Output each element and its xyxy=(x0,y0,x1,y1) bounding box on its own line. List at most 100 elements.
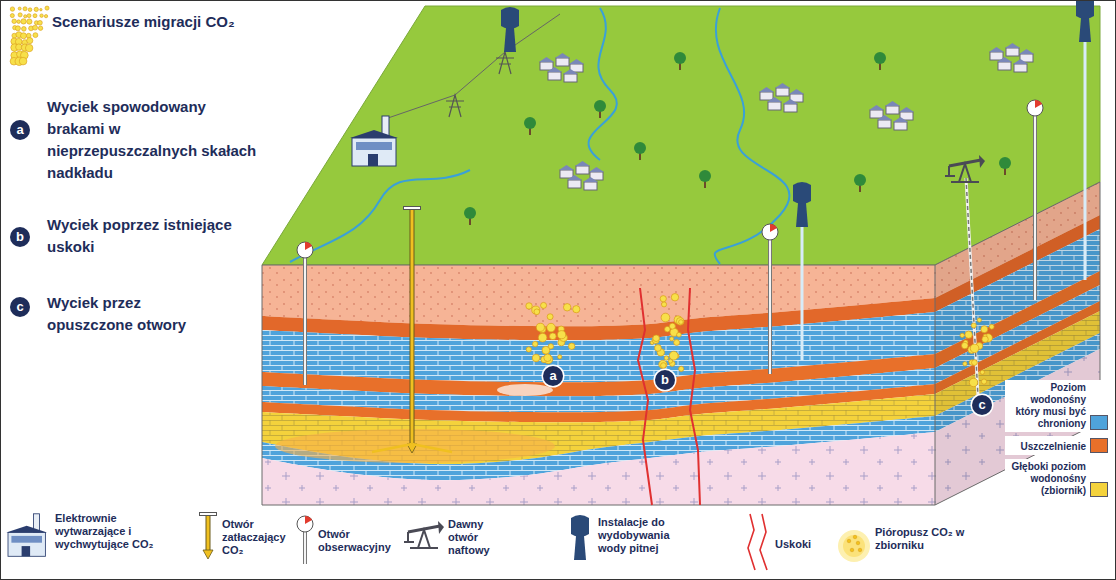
co2-bubbles xyxy=(547,323,556,332)
house-icons xyxy=(569,59,584,64)
house-icons xyxy=(540,62,553,70)
house-icons xyxy=(539,53,584,82)
house-icons xyxy=(990,52,1003,60)
plume-legend-icon xyxy=(853,535,857,539)
fault-line xyxy=(638,288,652,505)
legend-swatch xyxy=(1090,438,1108,453)
co2-migration-icon xyxy=(19,57,27,65)
co2-bubbles xyxy=(544,354,551,361)
co2-migration-icon xyxy=(33,14,37,18)
scenario-text: Wyciek spowodowany brakami w nieprzepusz… xyxy=(47,96,259,184)
observation-well-icon xyxy=(303,532,307,564)
legend-text: Uskoki xyxy=(775,538,835,551)
co2-bubbles xyxy=(982,336,988,342)
house-icons xyxy=(899,107,914,112)
co2-bubbles xyxy=(542,346,550,354)
observation-well-icon xyxy=(1035,100,1042,108)
house-icons xyxy=(869,105,884,110)
legend-item: Otwór obserwacyjny xyxy=(318,528,404,554)
co2-bubbles xyxy=(532,306,540,314)
house-icons xyxy=(885,101,900,106)
co2-migration-icon xyxy=(22,27,27,32)
co2-bubbles xyxy=(573,306,580,313)
power-plant-icon xyxy=(6,514,47,557)
legend-text: Pióropusz CO₂ w zbiorniku xyxy=(875,526,985,552)
plume-legend-icon xyxy=(856,541,860,545)
co2-migration-icon xyxy=(24,15,27,18)
injection-well-icon xyxy=(403,208,421,453)
co2-bubbles xyxy=(662,302,667,307)
callout-letter: c xyxy=(972,395,992,415)
injection-well-icon xyxy=(199,512,217,516)
fault-line xyxy=(688,288,700,505)
co2-bubbles xyxy=(526,347,531,352)
oil-pump-icon xyxy=(949,160,981,166)
injection-well-icon xyxy=(199,514,217,559)
house-icons xyxy=(767,97,782,102)
observation-well-icon xyxy=(297,516,313,564)
co2-bubbles xyxy=(679,366,684,371)
co2-migration-icon xyxy=(23,7,27,11)
observation-well-icon xyxy=(770,224,777,232)
observation-well-icon xyxy=(304,532,306,564)
power-plant-icon xyxy=(356,142,392,150)
house-icons xyxy=(989,43,1034,72)
co2-bubbles xyxy=(981,379,986,384)
co2-migration-icon xyxy=(25,44,33,52)
observation-well-icon xyxy=(1033,116,1037,300)
co2-migration-icon xyxy=(27,19,32,24)
house-icons xyxy=(1019,49,1034,54)
callout-letter: a xyxy=(543,366,563,386)
power-plant-icon xyxy=(6,526,47,533)
tree-icon xyxy=(854,174,866,192)
injection-well-icon xyxy=(200,513,216,515)
co2-migration-icon xyxy=(33,33,38,38)
tree-icon xyxy=(999,157,1011,169)
co2-bubbles xyxy=(972,360,978,366)
co2-bubbles xyxy=(549,333,556,340)
abandoned-well xyxy=(966,178,978,396)
observation-well-icon xyxy=(297,242,313,385)
plume-legend-icon xyxy=(850,548,854,552)
pylon-icon xyxy=(496,52,514,74)
oil-pump-icon xyxy=(410,530,438,548)
plume-legend-icon xyxy=(847,539,851,543)
power-plant-icon xyxy=(368,154,378,166)
ground-surface xyxy=(262,6,1100,265)
co2-bubbles xyxy=(526,302,580,363)
co2-migration-icon xyxy=(40,14,44,18)
co2-bubbles xyxy=(676,318,684,326)
house-icons xyxy=(563,69,578,74)
tree-icon xyxy=(634,142,646,154)
house-icons xyxy=(556,58,569,66)
oil-pump-icon xyxy=(951,164,979,182)
house-icons xyxy=(548,72,561,80)
co2-bubbles xyxy=(558,331,566,339)
tree-icon xyxy=(634,142,646,160)
side-face-shade xyxy=(935,182,1100,505)
injection-branches xyxy=(372,444,452,452)
river xyxy=(290,170,470,262)
observation-well-icon xyxy=(769,240,771,374)
oil-pump-icon xyxy=(404,532,414,542)
co2-migration-icon xyxy=(18,7,21,10)
water-tower-icon xyxy=(796,203,808,227)
house-icons xyxy=(589,167,604,172)
legend-item: Dawny otwór naftowy xyxy=(448,518,512,557)
house-icons xyxy=(783,99,798,104)
co2-migration-icon xyxy=(21,33,27,39)
house-icons xyxy=(539,57,554,62)
co2-bubbles xyxy=(977,318,981,322)
co2-bubbles xyxy=(659,360,667,368)
house-icons xyxy=(998,62,1011,70)
house-icons xyxy=(775,83,790,88)
abandoned-well xyxy=(966,178,978,396)
co2-migration-icon xyxy=(10,7,14,11)
tree-icon xyxy=(674,52,686,70)
house-icons xyxy=(1006,48,1019,56)
plume-legend-icon xyxy=(838,530,870,562)
tree-icon xyxy=(524,117,536,129)
